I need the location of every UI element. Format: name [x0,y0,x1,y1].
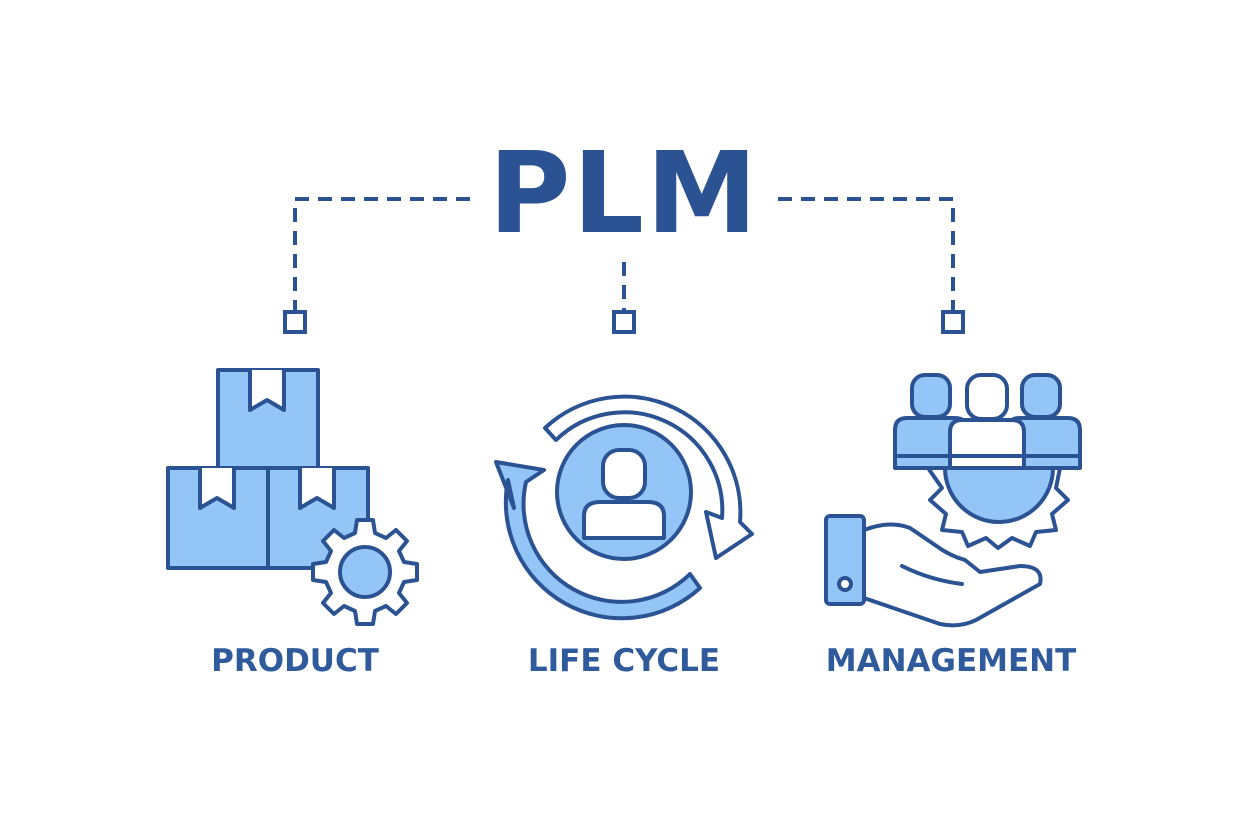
node-center [612,310,636,334]
gear-icon [311,518,419,626]
hand-cuff-button [837,576,853,592]
member-center-head [965,373,1009,421]
box-bottom-left-ribbon [198,468,236,510]
connector-left [293,197,470,310]
arrow-lower [494,460,702,621]
hand-finger [900,564,964,586]
connector-lines [293,197,955,310]
member-right-head [1020,373,1062,419]
gear-hub [338,545,392,599]
hand-palm [862,522,1043,628]
label-life-cycle: LIFE CYCLE [527,643,721,679]
connector-right [778,197,955,310]
team-gear-hub [943,466,1055,524]
member-left-head [910,373,952,419]
arrow-upper [543,394,754,560]
cycle-arrows-icon [494,394,754,621]
node-left [283,310,307,334]
connector-nodes [283,310,965,334]
box-top-ribbon [248,370,286,412]
label-product: PRODUCT [211,643,379,679]
hand-icon [824,514,1043,628]
person-icon [555,423,693,561]
boxes-icon [166,368,370,570]
label-management: MANAGEMENT [825,643,1077,679]
node-right [941,310,965,334]
box-bottom-right-ribbon [298,468,336,510]
team-icon [893,373,1082,550]
person-body [582,500,666,540]
person-head [601,448,647,500]
hand-cuff [824,514,866,606]
member-center-body [948,418,1026,470]
page-title: PLM [488,129,760,259]
